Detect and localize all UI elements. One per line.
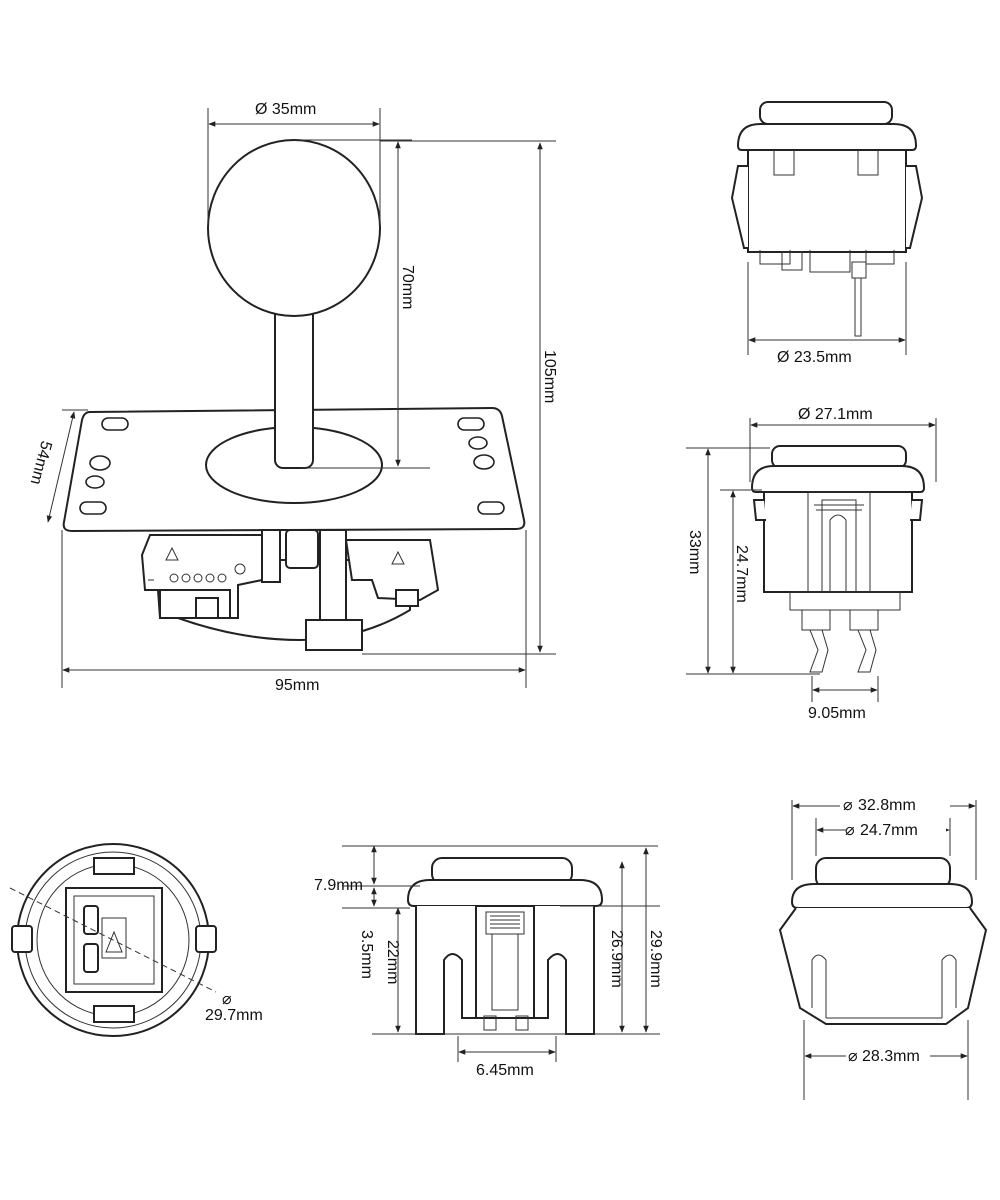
button-bottom-diameter-label: 29.7mm bbox=[205, 1007, 263, 1024]
plate-width-label: 95mm bbox=[275, 677, 319, 694]
diameter-symbol-icon: ⌀ bbox=[848, 1048, 858, 1065]
rim-height-label: 3.5mm bbox=[358, 930, 375, 979]
joystick-dimensions bbox=[46, 108, 556, 688]
cap-diameter-label: 24.7mm bbox=[860, 822, 918, 839]
cap-height-label: 7.9mm bbox=[314, 877, 363, 894]
body-height-label: 22mm bbox=[384, 940, 401, 984]
button-side-view-mid: Ø 27.1mm 33mm 24.7mm 9.05mm bbox=[686, 406, 937, 722]
button-mid-terminal-pitch-label: 9.05mm bbox=[808, 705, 866, 722]
diameter-symbol-icon: ⌀ bbox=[222, 991, 232, 1008]
button-section-view: 7.9mm 3.5mm 22mm 26.9mm 29.9mm 6.45mm bbox=[314, 845, 664, 1079]
total-height-label: 105mm bbox=[541, 350, 558, 403]
ball-top bbox=[207, 139, 381, 317]
button-mid-total-height-label: 33mm bbox=[686, 530, 703, 574]
joystick-drawing: Ø 35mm 70mm 105mm 54mm 95mm bbox=[27, 101, 558, 694]
button-large-view: 32.8mm 24.7mm 28.3mm ⌀ ⌀ ⌀ bbox=[778, 795, 988, 1100]
height-b-label: 29.9mm bbox=[647, 930, 664, 988]
button-side-view-top: Ø 23.5mm bbox=[730, 101, 924, 366]
body-diameter-label: 28.3mm bbox=[862, 1048, 920, 1065]
height-a-label: 26.9mm bbox=[608, 930, 625, 988]
outer-diameter-label: 32.8mm bbox=[858, 797, 916, 814]
diameter-symbol-icon: ⌀ bbox=[845, 822, 855, 839]
shaft-height-label: 70mm bbox=[399, 265, 416, 309]
terminal-pitch-label: 6.45mm bbox=[476, 1062, 534, 1079]
plate-depth-label: 54mm bbox=[27, 439, 55, 486]
joystick-mechanism bbox=[140, 529, 440, 651]
joystick-shaft bbox=[274, 299, 314, 469]
ball-diameter-label: Ø 35mm bbox=[255, 101, 316, 118]
button-mid-diameter-label: Ø 27.1mm bbox=[798, 406, 873, 423]
plate-holes bbox=[79, 417, 505, 515]
diameter-symbol-icon: ⌀ bbox=[843, 797, 853, 814]
button-top-diameter-label: Ø 23.5mm bbox=[777, 349, 852, 366]
button-bottom-view: 29.7mm ⌀ bbox=[9, 843, 263, 1037]
button-mid-body-height-label: 24.7mm bbox=[733, 545, 750, 603]
